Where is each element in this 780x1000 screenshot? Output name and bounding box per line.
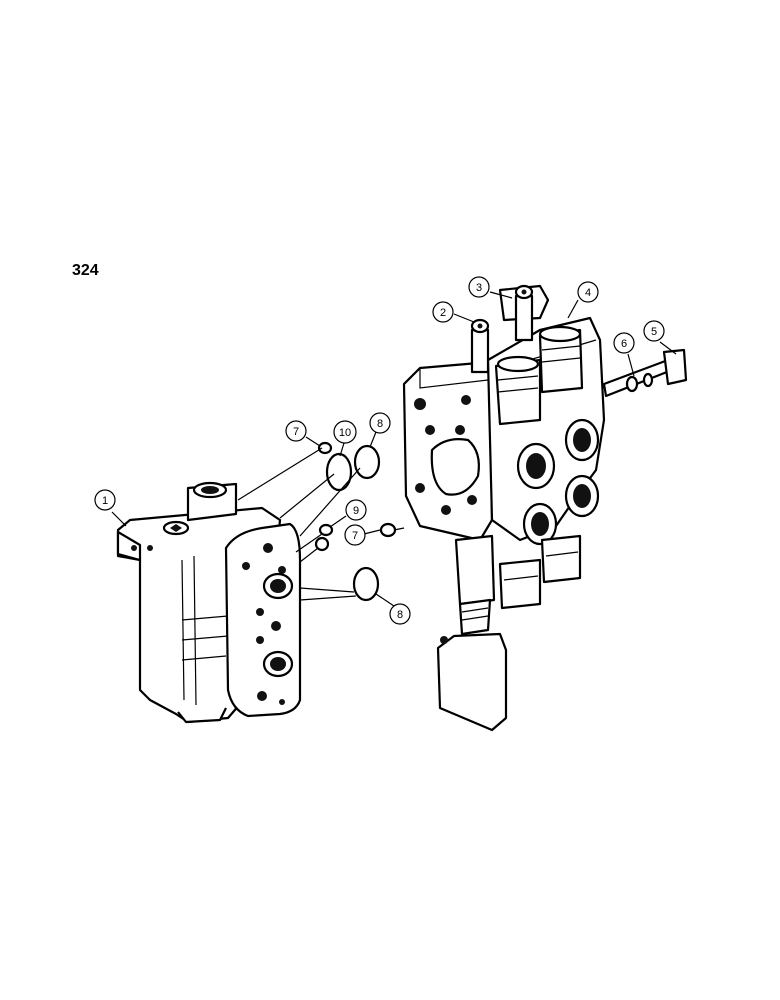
callout-label: 3 xyxy=(476,282,482,294)
o-ring-large-8b xyxy=(352,566,380,602)
callout-6: 6 xyxy=(613,332,635,377)
callout-label: 10 xyxy=(339,427,351,439)
callout-label: 2 xyxy=(440,307,446,319)
callout-label: 8 xyxy=(377,418,383,430)
control-valve-assembly xyxy=(402,284,688,732)
callout-label: 7 xyxy=(293,426,299,438)
callout-9: 9 xyxy=(329,499,367,528)
callout-label: 1 xyxy=(102,495,108,507)
callout-5: 5 xyxy=(643,320,677,355)
callout-10: 10 xyxy=(333,420,357,457)
o-ring-large-8a xyxy=(353,444,381,480)
seal-rings xyxy=(314,441,397,602)
callout-4: 4 xyxy=(567,281,599,319)
o-ring-small-9 xyxy=(318,523,334,537)
callout-7b: 7 xyxy=(344,524,381,546)
o-ring-small-7a xyxy=(317,441,333,455)
callout-label: 7 xyxy=(352,530,358,542)
callout-2: 2 xyxy=(432,301,475,323)
callout-label: 5 xyxy=(651,326,657,338)
callout-label: 8 xyxy=(397,609,403,621)
callout-7a: 7 xyxy=(285,420,321,447)
alignment-lines xyxy=(237,447,405,601)
page-number: 324 xyxy=(72,262,99,279)
callout-8a: 8 xyxy=(369,412,391,448)
callout-8b: 8 xyxy=(375,593,411,625)
callout-3: 3 xyxy=(468,276,513,299)
o-ring-large-10 xyxy=(325,452,353,492)
callout-label: 9 xyxy=(353,505,359,517)
o-ring-small-7b xyxy=(379,522,397,538)
callout-1: 1 xyxy=(94,489,127,527)
callout-label: 4 xyxy=(585,287,591,299)
callout-label: 6 xyxy=(621,338,627,350)
o-ring-small-9b xyxy=(314,536,330,552)
valve-section-body xyxy=(116,481,302,724)
